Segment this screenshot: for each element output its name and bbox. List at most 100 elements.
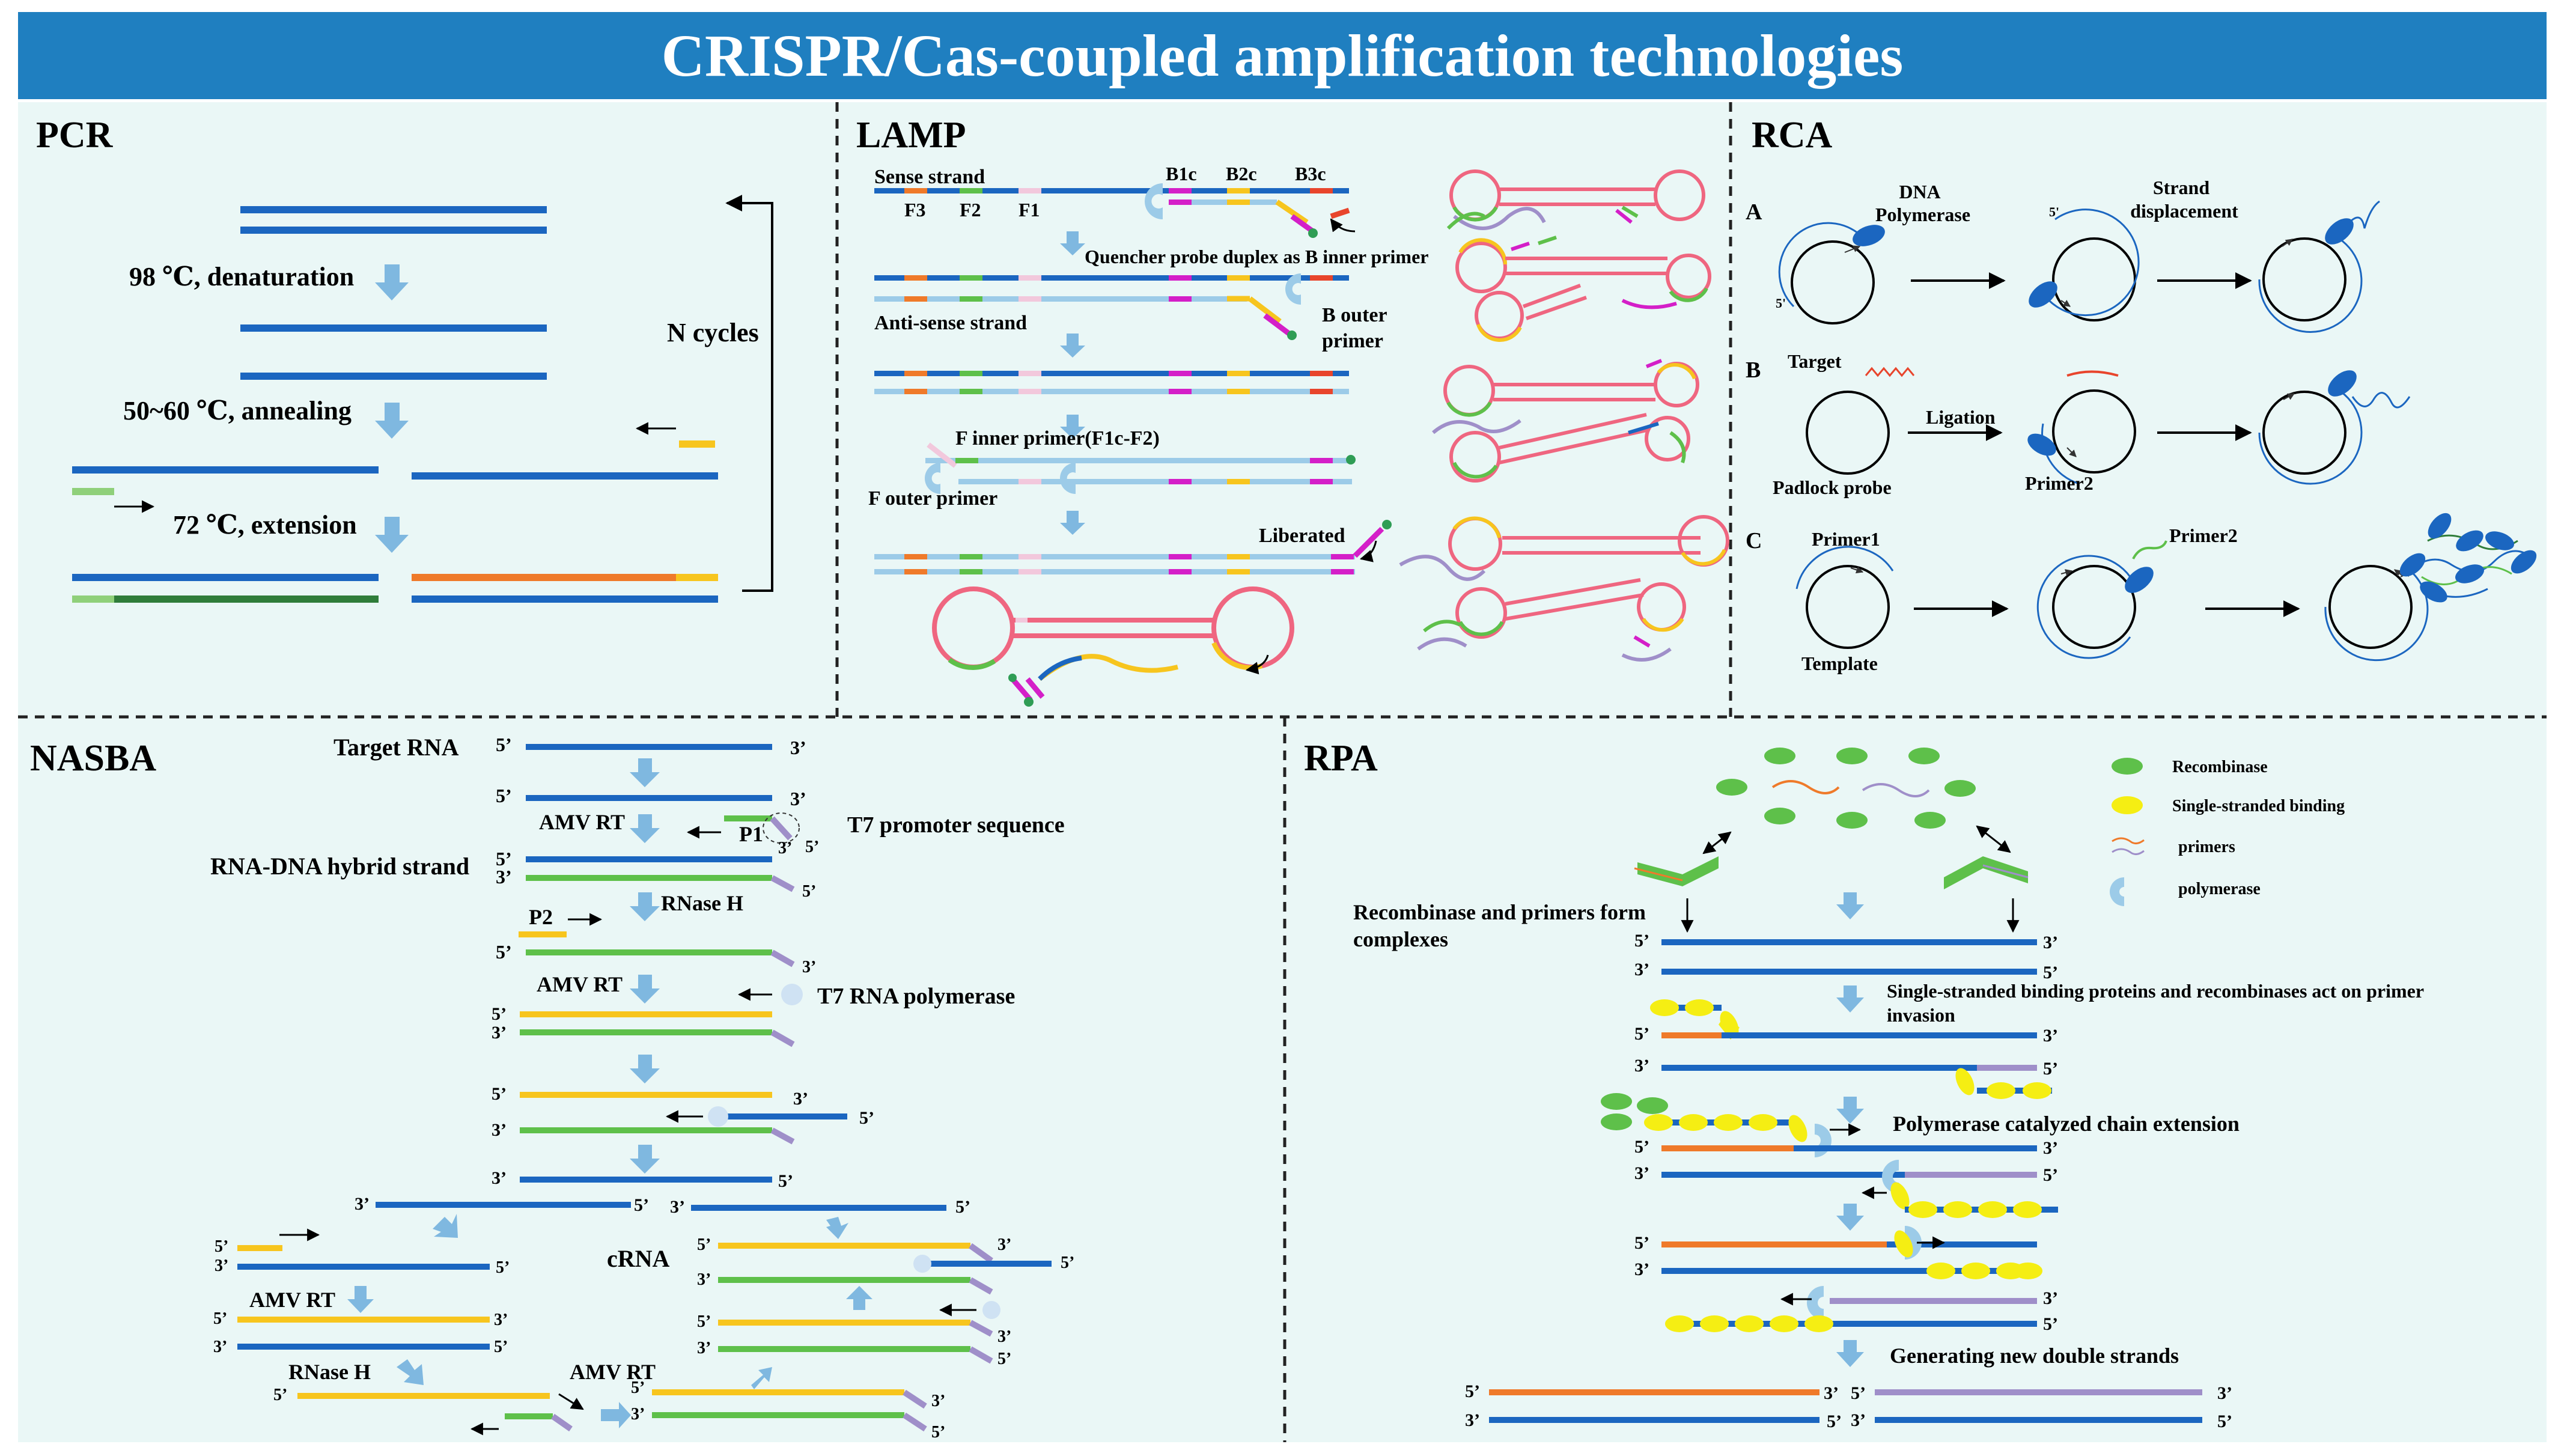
label-text: 5’ [2043,1165,2058,1185]
label-text: 3’ [697,1339,711,1357]
panel-background [18,102,2547,1442]
page-title: CRISPR/Cas-coupled amplification technol… [661,22,1904,89]
label-text: 5’ [492,1004,507,1024]
label-text: 5’ [496,734,512,755]
nasba-amv-rt-3: AMV RT [249,1288,335,1312]
label-text: 5’ [931,1423,945,1442]
lamp-f-outer-label: F outer primer [868,487,997,510]
label-text: 3’ [793,1089,808,1109]
label-text: complexes [1353,927,1448,951]
label-text: 5’ [1827,1412,1842,1431]
label-text: 3’ [802,958,816,976]
label-text: 5’ [496,785,512,806]
nasba-t7-promoter-label: T7 promoter sequence [847,812,1065,838]
label-text: 5’ [697,1235,711,1254]
lamp-panel: LAMP Sense strand B1c B2c B3c F3 F2 F1 Q… [856,115,1729,707]
label-text: 3’ [997,1235,1011,1254]
label-text: displacement [2130,200,2238,222]
rca-panel: RCA A B C DNA Polymerase 5' 5' Strand di… [1746,115,2537,674]
title-banner: CRISPR/Cas-coupled amplification technol… [18,12,2547,99]
label-text: 3’ [931,1392,945,1410]
lamp-f-inner-label: F inner primer(F1c-F2) [955,427,1160,449]
label-text: 3’ [790,737,806,758]
label-text: 3’ [778,839,792,857]
nasba-target-rna-label: Target RNA [333,734,459,761]
label-text: 5’ [273,1386,287,1404]
label-text: primer [1322,330,1383,352]
nasba-amv-rt-2: AMV RT [537,972,623,996]
pcr-cycles-label: N cycles [667,318,759,347]
label-text: A [1746,200,1762,225]
rpa-heading: RPA [1304,738,1378,779]
label-text: 3’ [1634,1260,1649,1279]
rpa-complexes-label: Recombinase and primers form [1353,900,1646,924]
rca-primer2-label: Primer2 [2025,472,2094,494]
label-text: 5’ [496,1258,510,1277]
rpa-ssb-action-label: Single-stranded binding proteins and rec… [1887,980,2424,1002]
label-text: 3’ [492,1168,507,1188]
label-text: B2c [1226,163,1257,184]
label-text: 3’ [2043,1288,2058,1308]
legend-ssb: Single-stranded binding [2172,797,2345,815]
lamp-b-outer-label: B outer [1322,304,1387,326]
label-text: 3’ [631,1405,645,1424]
label-text: 5’ [213,1309,227,1328]
label-text: 5’ [805,838,819,856]
label-text: 3’ [790,788,806,809]
label-text: 3’ [2217,1383,2232,1403]
legend-recombinase: Recombinase [2172,758,2268,776]
rpa-new-double-strands-label: Generating new double strands [1890,1344,2179,1368]
label-text: 5’ [1634,1137,1649,1157]
label-text: 3’ [2043,1026,2058,1046]
label-text: 3’ [2043,1138,2058,1158]
label-text: 3’ [1634,960,1649,979]
label-text: F1 [1019,199,1040,221]
rca-padlock-label: Padlock probe [1773,477,1892,498]
label-text: 3’ [496,866,512,888]
nasba-p1-label: P1 [739,822,763,846]
lamp-antisense-label: Anti-sense strand [874,312,1027,334]
rca-ligation-label: Ligation [1926,406,1996,428]
nasba-panel: NASBA Target RNA 5’ 3’ 5’ 3’ AMV RT 3’ 5… [30,734,1074,1442]
pcr-step-extension: 72 ℃, extension [173,510,357,540]
label-text: 3’ [1634,1056,1649,1076]
pcr-arrow-2 [375,403,409,439]
label-text: 5’ [1851,1383,1866,1403]
label-text: 5’ [1061,1253,1074,1272]
label-text: invasion [1887,1004,1955,1026]
label-text: 5’ [778,1171,793,1191]
rpa-panel: RPA Recombinase and primers form complex… [1304,738,2424,1431]
label-text: 3’ [997,1327,1011,1346]
label-text: 5' [2049,204,2059,219]
pcr-arrow-3 [375,517,409,553]
label-text: B3c [1295,163,1326,184]
label-text: 3’ [492,1120,507,1140]
label-text: 3’ [670,1197,685,1217]
label-text: 5’ [634,1195,649,1215]
lamp-heading: LAMP [856,115,966,156]
rca-target-label: Target [1788,350,1842,372]
label-text: 3’ [1634,1163,1649,1183]
lamp-quencher-label: Quencher probe duplex as B inner primer [1085,246,1428,267]
nasba-heading: NASBA [30,738,156,779]
rpa-polymerase-extension-label: Polymerase catalyzed chain extension [1893,1112,2240,1136]
nasba-amv-rt-1: AMV RT [539,810,625,834]
label-text: 5’ [2043,1059,2058,1079]
pcr-step-annealing: 50~60 ℃, annealing [123,396,352,425]
label-text: 5’ [496,941,512,963]
pcr-step-denaturation: 98 ℃, denaturation [129,262,354,291]
pcr-panel: PCR 98 ℃, denaturation 50~60 ℃, annealin… [36,115,773,603]
label-text: 5’ [2043,963,2058,982]
label-text: B [1746,358,1761,383]
label-text: 5’ [859,1108,874,1128]
label-text: 5’ [1634,1024,1649,1044]
rca-dna-pol-label: DNA [1899,181,1940,203]
label-text: 5' [1776,296,1786,311]
label-text: F3 [904,199,926,221]
label-text: 3’ [2043,933,2058,952]
nasba-t7-polymerase-label: T7 RNA polymerase [817,984,1015,1009]
pcr-cycle-bracket [725,195,773,592]
label-text: C [1746,528,1762,553]
label-text: 5’ [955,1197,970,1217]
